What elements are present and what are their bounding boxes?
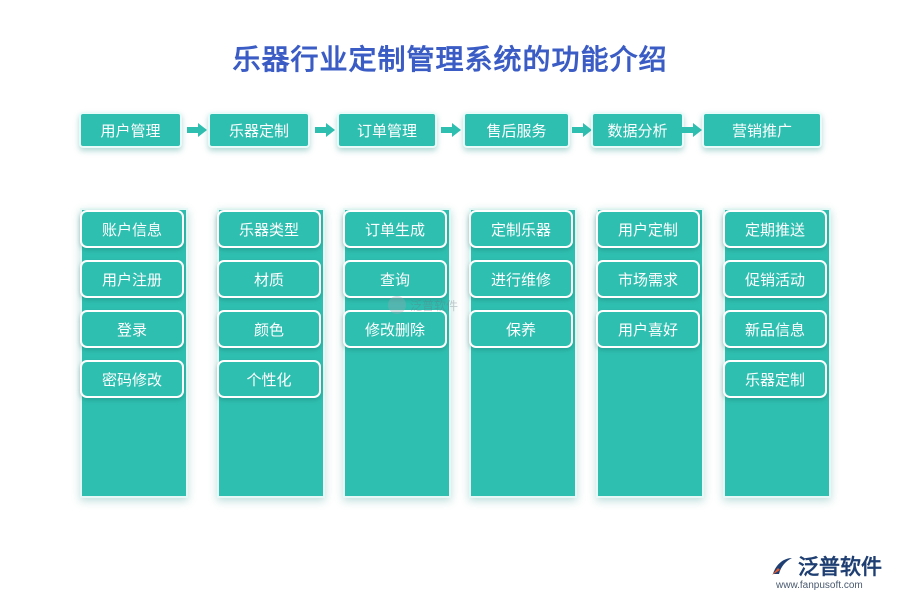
feature-label: 密码修改 xyxy=(101,370,162,389)
column-analytics: 用户定制 市场需求 用户喜好 xyxy=(596,208,704,498)
feature-label: 用户注册 xyxy=(101,270,162,289)
feature-label: 登录 xyxy=(116,320,147,339)
feature-label: 订单生成 xyxy=(364,220,425,239)
feature-label: 进行维修 xyxy=(490,270,551,289)
feature-item[interactable]: 进行维修 xyxy=(469,260,573,298)
feature-label: 账户信息 xyxy=(101,220,162,239)
arrow-right-icon xyxy=(572,123,592,137)
feature-label: 乐器定制 xyxy=(744,370,805,389)
brand-logo: 泛普软件 xyxy=(770,551,882,581)
column-instrument: 乐器类型 材质 颜色 个性化 xyxy=(217,208,325,498)
module-header-label: 订单管理 xyxy=(356,121,417,140)
brand-name: 泛普软件 xyxy=(798,555,882,579)
feature-label: 乐器类型 xyxy=(238,220,299,239)
arrow-right-icon xyxy=(315,123,335,137)
feature-item[interactable]: 乐器定制 xyxy=(723,360,827,398)
module-header-user[interactable]: 用户管理 xyxy=(79,112,182,148)
feature-item[interactable]: 促销活动 xyxy=(723,260,827,298)
feature-item[interactable]: 登录 xyxy=(80,310,184,348)
feature-item[interactable]: 材质 xyxy=(217,260,321,298)
feature-label: 查询 xyxy=(379,270,410,289)
arrow-right-icon xyxy=(441,123,461,137)
feature-label: 修改删除 xyxy=(364,320,425,339)
column-aftersales: 定制乐器 进行维修 保养 xyxy=(469,208,577,498)
feature-item[interactable]: 乐器类型 xyxy=(217,210,321,248)
feature-label: 用户喜好 xyxy=(617,320,678,339)
feature-item[interactable]: 新品信息 xyxy=(723,310,827,348)
feature-item[interactable]: 用户喜好 xyxy=(596,310,700,348)
watermark: 泛普软件 xyxy=(388,296,458,314)
feature-label: 定制乐器 xyxy=(490,220,551,239)
feature-label: 材质 xyxy=(253,270,284,289)
module-header-label: 用户管理 xyxy=(100,121,161,140)
feature-label: 促销活动 xyxy=(744,270,805,289)
column-order: 订单生成 查询 修改删除 xyxy=(343,208,451,498)
feature-item[interactable]: 用户定制 xyxy=(596,210,700,248)
feature-label: 颜色 xyxy=(253,320,284,339)
feature-item[interactable]: 密码修改 xyxy=(80,360,184,398)
feature-item[interactable]: 查询 xyxy=(343,260,447,298)
feature-item[interactable]: 账户信息 xyxy=(80,210,184,248)
page-title: 乐器行业定制管理系统的功能介绍 xyxy=(232,43,668,76)
module-header-order[interactable]: 订单管理 xyxy=(337,112,437,148)
module-header-label: 营销推广 xyxy=(731,121,792,140)
feature-label: 定期推送 xyxy=(744,220,805,239)
feature-label: 保养 xyxy=(505,320,536,339)
feature-item[interactable]: 修改删除 xyxy=(343,310,447,348)
fanpu-logo-icon xyxy=(388,296,406,314)
column-marketing: 定期推送 促销活动 新品信息 乐器定制 xyxy=(723,208,831,498)
feature-label: 新品信息 xyxy=(744,320,805,339)
module-header-label: 数据分析 xyxy=(607,121,668,140)
feature-label: 个性化 xyxy=(246,370,292,389)
module-header-label: 售后服务 xyxy=(486,121,547,140)
feature-item[interactable]: 定制乐器 xyxy=(469,210,573,248)
module-header-marketing[interactable]: 营销推广 xyxy=(702,112,822,148)
feature-label: 市场需求 xyxy=(617,270,678,289)
arrow-right-icon xyxy=(187,123,207,137)
feature-label: 用户定制 xyxy=(617,220,678,239)
module-header-analytics[interactable]: 数据分析 xyxy=(591,112,684,148)
feature-item[interactable]: 个性化 xyxy=(217,360,321,398)
fanpu-logo-icon xyxy=(772,558,792,575)
watermark-text: 泛普软件 xyxy=(410,298,459,313)
module-header-aftersales[interactable]: 售后服务 xyxy=(463,112,570,148)
module-header-instrument[interactable]: 乐器定制 xyxy=(208,112,310,148)
feature-item[interactable]: 定期推送 xyxy=(723,210,827,248)
feature-item[interactable]: 保养 xyxy=(469,310,573,348)
module-header-label: 乐器定制 xyxy=(228,121,289,140)
arrow-right-icon xyxy=(682,123,702,137)
column-user: 账户信息 用户注册 登录 密码修改 xyxy=(80,208,188,498)
brand-url: www.fanpusoft.com xyxy=(776,580,863,591)
feature-item[interactable]: 订单生成 xyxy=(343,210,447,248)
feature-item[interactable]: 用户注册 xyxy=(80,260,184,298)
feature-item[interactable]: 市场需求 xyxy=(596,260,700,298)
feature-item[interactable]: 颜色 xyxy=(217,310,321,348)
